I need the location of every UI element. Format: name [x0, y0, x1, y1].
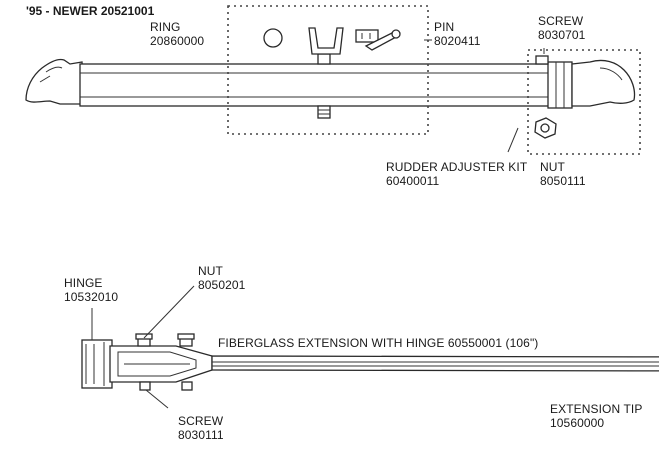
tiller-tube	[79, 63, 553, 107]
diagram-header: '95 - NEWER 20521001	[26, 4, 155, 18]
kit-outline-left	[227, 5, 429, 135]
clevis-bracket	[308, 27, 344, 55]
extension-label: FIBERGLASS EXTENSION WITH HINGE 60550001…	[218, 336, 539, 350]
kit-outline-right	[527, 49, 641, 155]
extension-pole	[211, 355, 659, 372]
extension-assembly	[81, 333, 659, 391]
tiller-left-grip	[25, 58, 85, 105]
tiller-assembly	[25, 53, 636, 119]
tiller-right-grip	[571, 59, 636, 107]
clip-part	[355, 29, 379, 43]
ring-part	[263, 28, 283, 48]
